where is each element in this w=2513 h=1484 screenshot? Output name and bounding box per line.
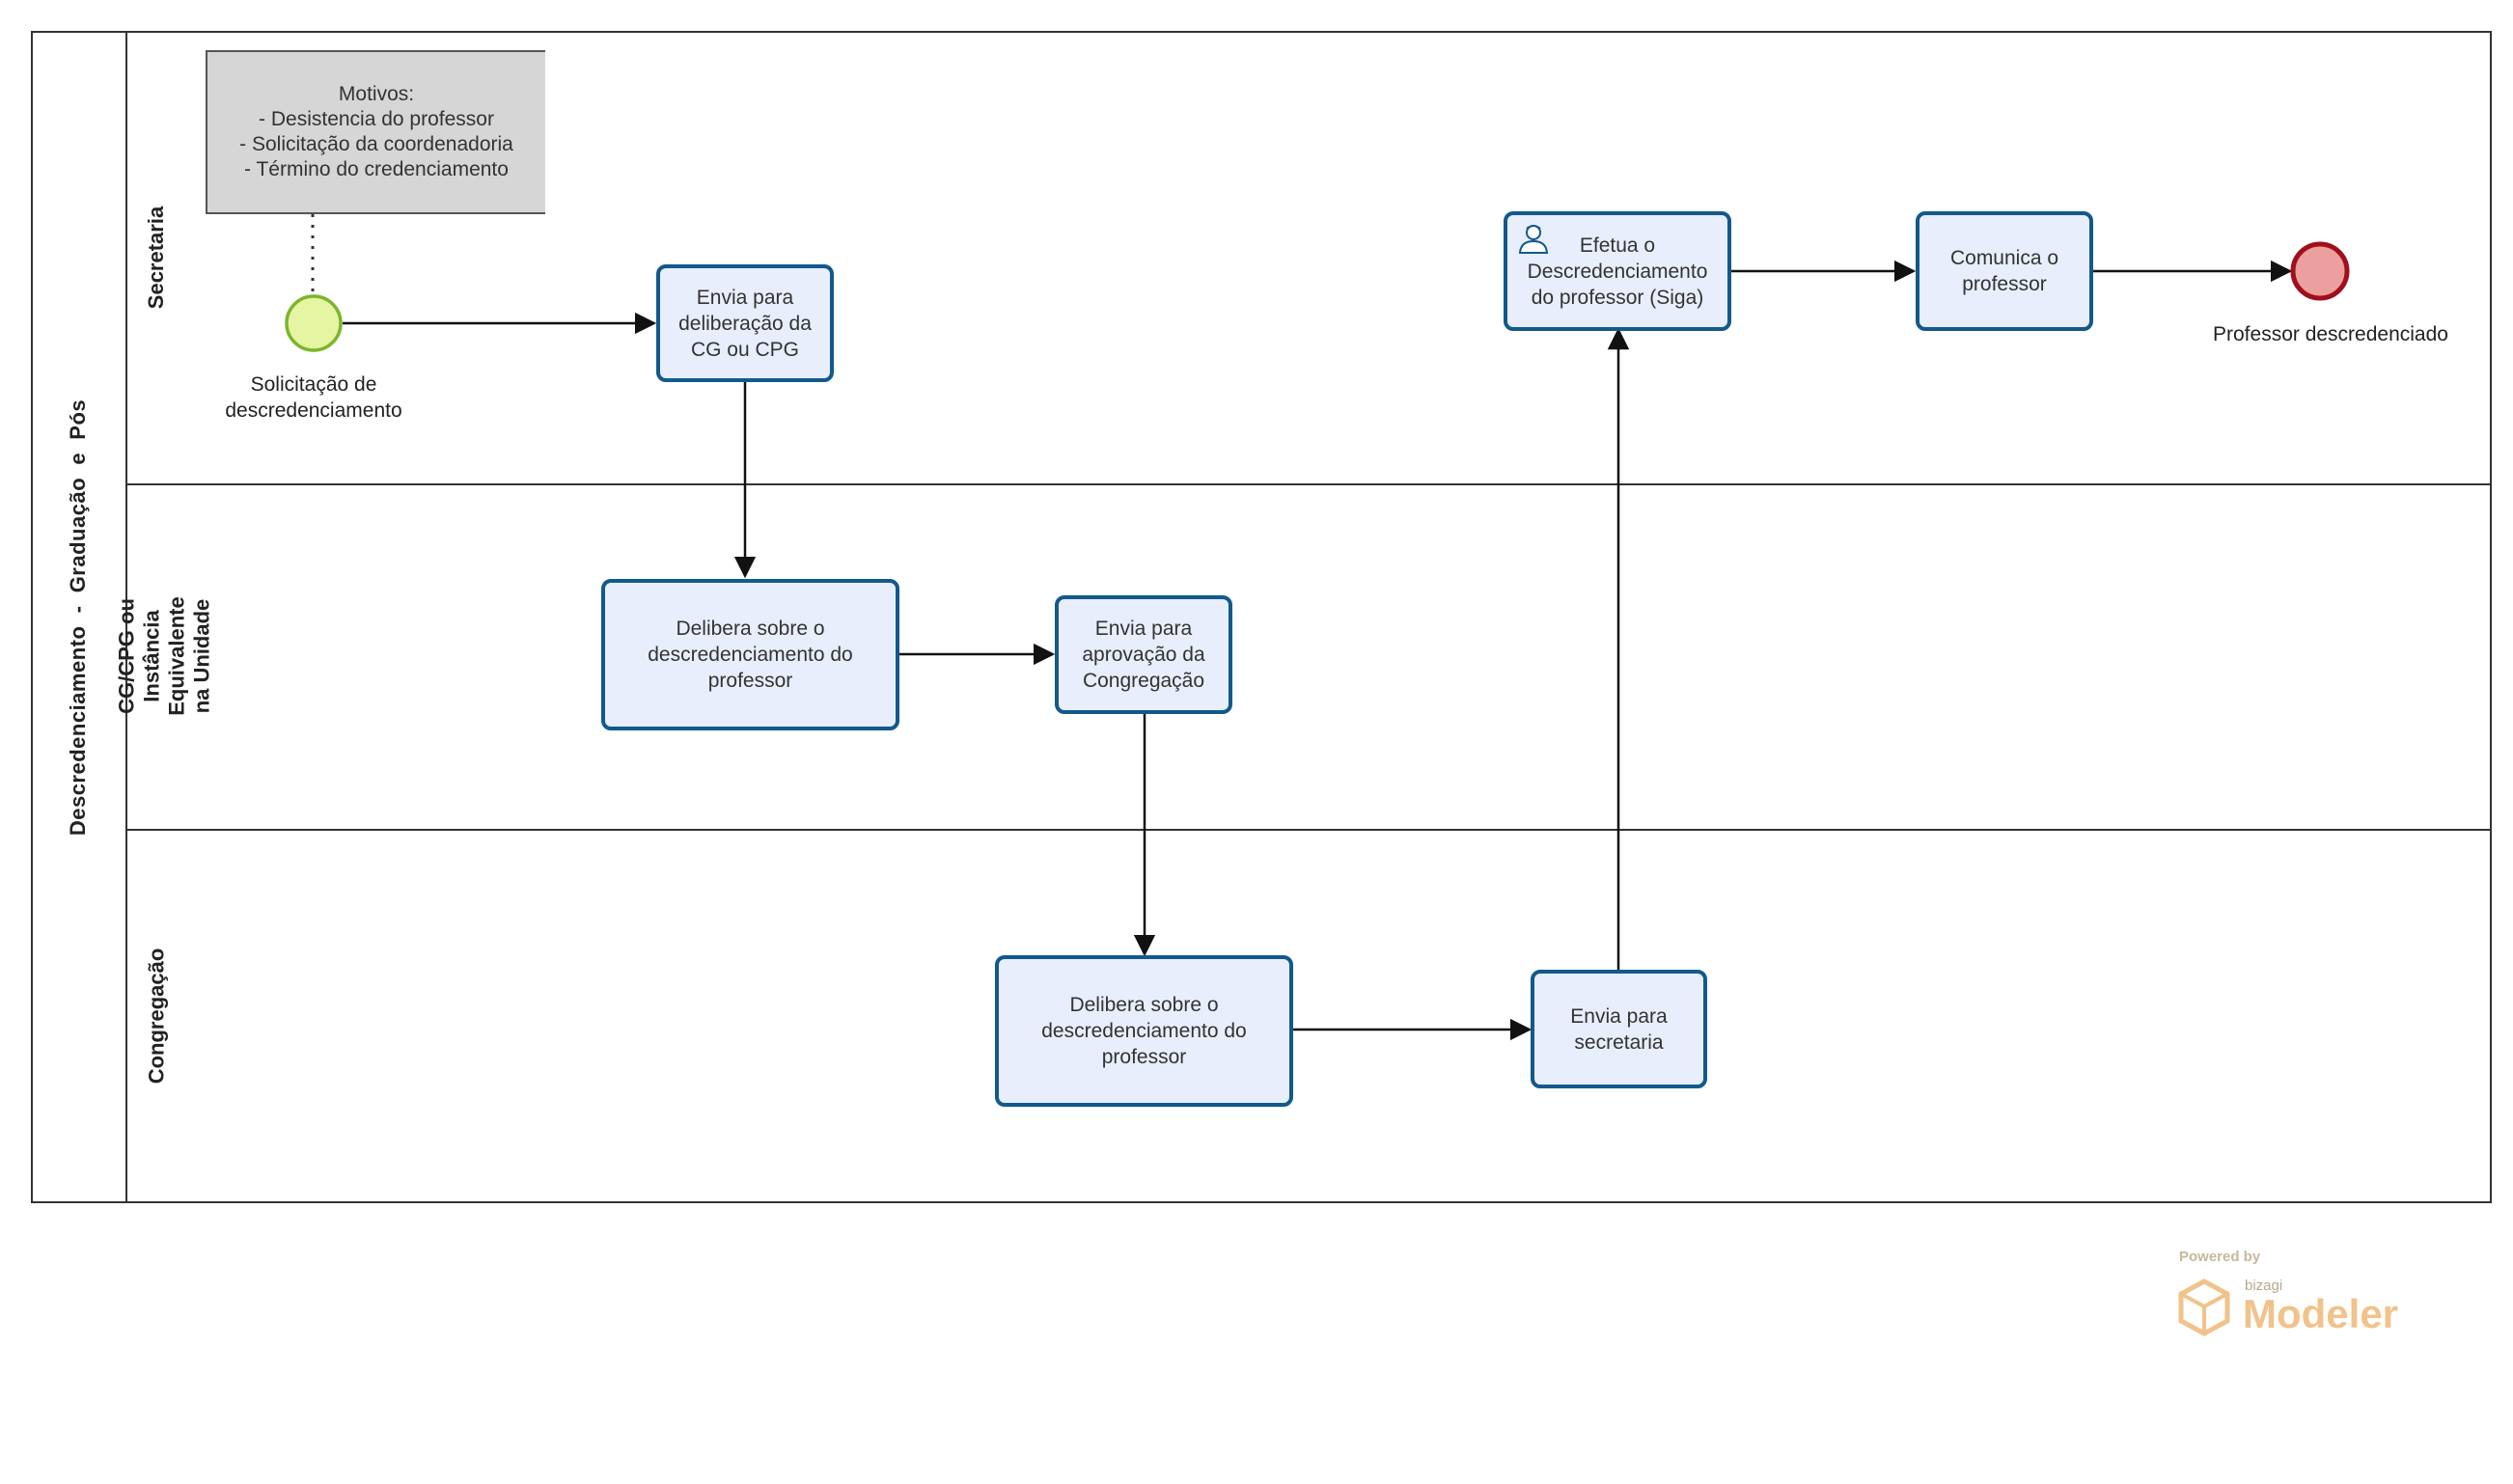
bizagi-watermark: Powered by bizagi Modeler [2177,1249,2428,1345]
task-label: Envia para secretaria [1570,1004,1668,1054]
start-event-label-text: Solicitação de descredenciamento [225,373,402,422]
task-label: Efetua o Descredenciamento do professor … [1527,234,1708,309]
task-label: Envia para aprovação da Congregação [1082,618,1205,692]
start-event[interactable] [285,294,343,352]
task-delibera-congregacao[interactable]: Delibera sobre o descredenciamento do pr… [995,955,1293,1107]
user-icon [1518,225,1549,254]
task-delibera-cg[interactable]: Delibera sobre o descredenciamento do pr… [601,579,899,730]
task-envia-secretaria[interactable]: Envia para secretaria [1531,970,1707,1088]
end-event-label-text: Professor descredenciado [2213,323,2448,345]
lane-divider [127,829,2492,831]
end-event[interactable] [2290,241,2350,301]
end-event-label: Professor descredenciado [2191,321,2471,354]
task-label: Delibera sobre o descredenciamento do pr… [1041,994,1247,1068]
powered-by-text: Powered by [2179,1249,2261,1265]
task-envia-deliberacao[interactable]: Envia para deliberação da CG ou CPG [656,264,834,382]
pool [31,31,2492,1203]
lane-divider [127,483,2492,485]
task-envia-congregacao[interactable]: Envia para aprovação da Congregação [1055,595,1232,714]
task-label: Comunica o professor [1949,247,2059,295]
brand-text: bizagi [2245,1278,2283,1294]
pool-header: Descredenciamento - Graduação e Pós [31,31,127,1203]
text-annotation[interactable]: Motivos: - Desistencia do professor - So… [206,50,545,214]
task-label: Envia para deliberação da CG ou CPG [678,286,812,361]
task-label: Delibera sobre o descredenciamento do pr… [648,618,853,692]
start-event-label: Solicitação de descredenciamento [188,371,439,429]
bizagi-logo-icon [2178,1278,2230,1336]
product-text: Modeler [2243,1291,2399,1336]
task-comunica-professor[interactable]: Comunica o professor [1916,211,2093,331]
annotation-text: Motivos: - Desistencia do professor - So… [239,83,513,180]
task-efetua-descredenciamento[interactable]: Efetua o Descredenciamento do professor … [1504,211,1731,331]
